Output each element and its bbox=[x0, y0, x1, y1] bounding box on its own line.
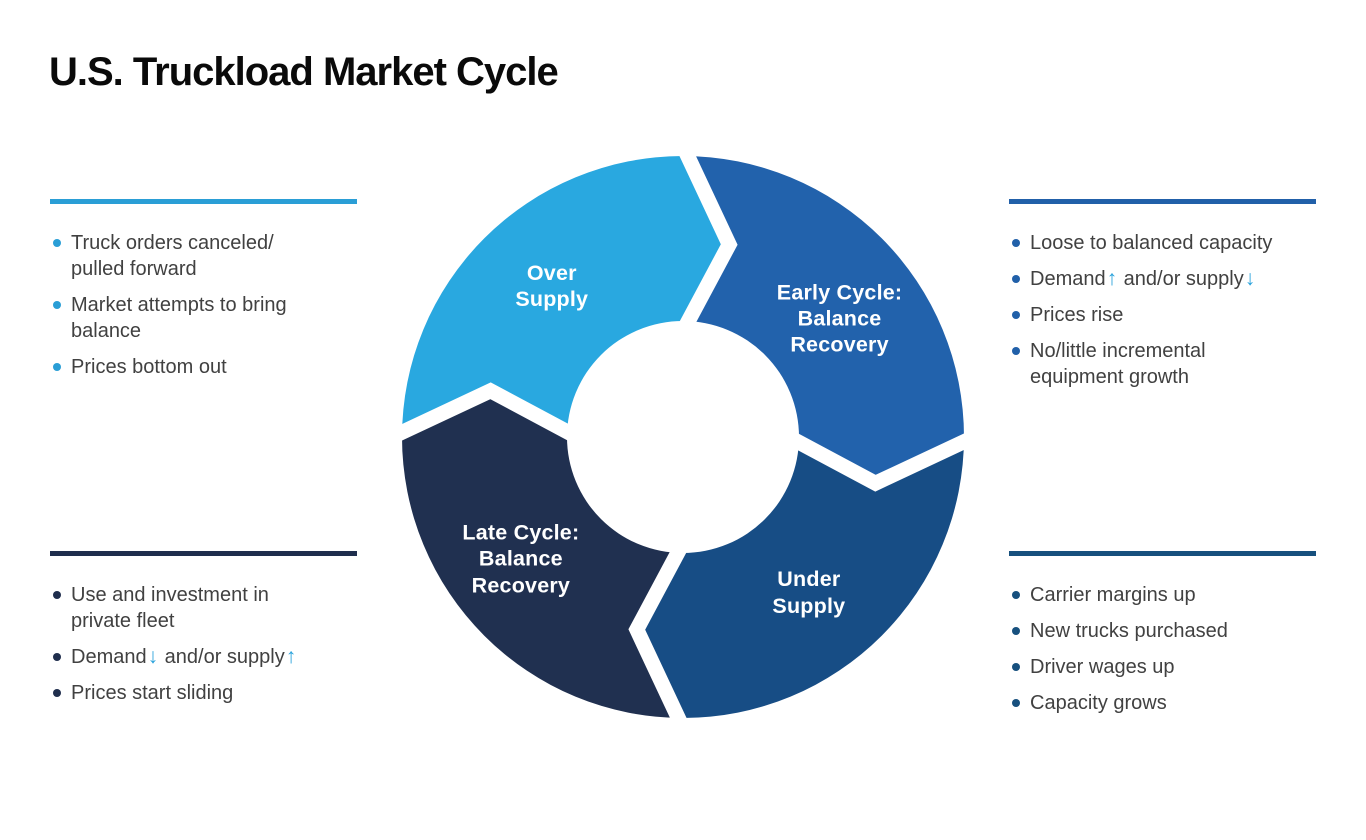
list-item-text: Capacity grows bbox=[1030, 692, 1167, 714]
cycle-donut-chart bbox=[388, 142, 978, 732]
over-supply-label: Over Supply bbox=[515, 260, 589, 312]
list-item: Prices start sliding bbox=[50, 680, 357, 706]
list-item: New trucks purchased bbox=[1009, 618, 1316, 644]
list-item-text: Prices rise bbox=[1030, 304, 1124, 326]
bullet-dot bbox=[1012, 663, 1020, 671]
list-item-text: Loose to balanced capacity bbox=[1030, 232, 1273, 254]
late-cycle-label: Late Cycle: Balance Recovery bbox=[462, 520, 580, 598]
bullet-dot bbox=[53, 363, 61, 371]
list-item-text: No/little incremental equipment growth bbox=[1030, 340, 1206, 388]
bullet-dot bbox=[1012, 347, 1020, 355]
list-item-text: Driver wages up bbox=[1030, 656, 1175, 678]
list-item: Capacity grows bbox=[1009, 690, 1316, 716]
segment-divider bbox=[785, 430, 978, 492]
cycle-segment-over-supply bbox=[402, 156, 730, 437]
bullet-dot bbox=[53, 689, 61, 697]
down-arrow-icon: ↓ bbox=[1244, 267, 1256, 290]
bullet-dot bbox=[53, 653, 61, 661]
bullet-dot bbox=[1012, 591, 1020, 599]
list-item-text: New trucks purchased bbox=[1030, 620, 1228, 642]
bullet-dot bbox=[1012, 239, 1020, 247]
list-item: Use and investment in private fleet bbox=[50, 582, 357, 634]
panel-rule bbox=[1009, 199, 1316, 204]
panel-rule bbox=[50, 551, 357, 556]
cycle-segment-under-supply bbox=[636, 437, 964, 718]
segment-divider bbox=[388, 382, 581, 444]
list-item-text: Use and investment in private fleet bbox=[71, 584, 269, 632]
bullet-dot bbox=[53, 239, 61, 247]
bullet-dot bbox=[1012, 311, 1020, 319]
list-item: Loose to balanced capacity bbox=[1009, 230, 1316, 256]
list-item: Truck orders canceled/ pulled forward bbox=[50, 230, 357, 282]
list-item: Demand↑ and/or supply↓ bbox=[1009, 266, 1316, 292]
list-item-text: Carrier margins up bbox=[1030, 584, 1196, 606]
list-item: Driver wages up bbox=[1009, 654, 1316, 680]
list-item-text: Truck orders canceled/ pulled forward bbox=[71, 232, 274, 280]
cycle-segment-early-cycle bbox=[683, 156, 964, 484]
bullet-dot bbox=[53, 591, 61, 599]
list-item-text: Prices start sliding bbox=[71, 682, 234, 704]
panel-rule bbox=[50, 199, 357, 204]
list-item: Market attempts to bring balance bbox=[50, 292, 357, 344]
up-arrow-icon: ↑ bbox=[285, 645, 297, 668]
under-supply-label: Under Supply bbox=[772, 567, 846, 618]
early-cycle-label: Early Cycle: Balance Recovery bbox=[776, 280, 903, 358]
market-cycle-diagram: Over Supply Early Cycle: Balance Recover… bbox=[383, 137, 983, 737]
segment-divider bbox=[676, 142, 738, 335]
list-item: No/little incremental equipment growth bbox=[1009, 338, 1316, 390]
bullet-dot bbox=[1012, 699, 1020, 707]
bullet-dot bbox=[1012, 275, 1020, 283]
list-item-text: Prices bottom out bbox=[71, 356, 227, 378]
list-item-text: Market attempts to bring balance bbox=[71, 294, 287, 342]
down-arrow-icon: ↓ bbox=[147, 645, 159, 668]
up-arrow-icon: ↑ bbox=[1106, 267, 1118, 290]
bullet-dot bbox=[1012, 627, 1020, 635]
list-item-text: Demand↑ and/or supply↓ bbox=[1030, 267, 1256, 290]
list-item: Carrier margins up bbox=[1009, 582, 1316, 608]
list-item: Demand↓ and/or supply↑ bbox=[50, 644, 357, 670]
page-title: U.S. Truckload Market Cycle bbox=[49, 50, 559, 94]
segment-divider bbox=[628, 539, 690, 732]
panel-rule bbox=[1009, 551, 1316, 556]
list-item: Prices bottom out bbox=[50, 354, 357, 380]
list-item-text: Demand↓ and/or supply↑ bbox=[71, 645, 297, 668]
bullet-dot bbox=[53, 301, 61, 309]
list-item: Prices rise bbox=[1009, 302, 1316, 328]
cycle-segment-late-cycle bbox=[402, 390, 683, 718]
